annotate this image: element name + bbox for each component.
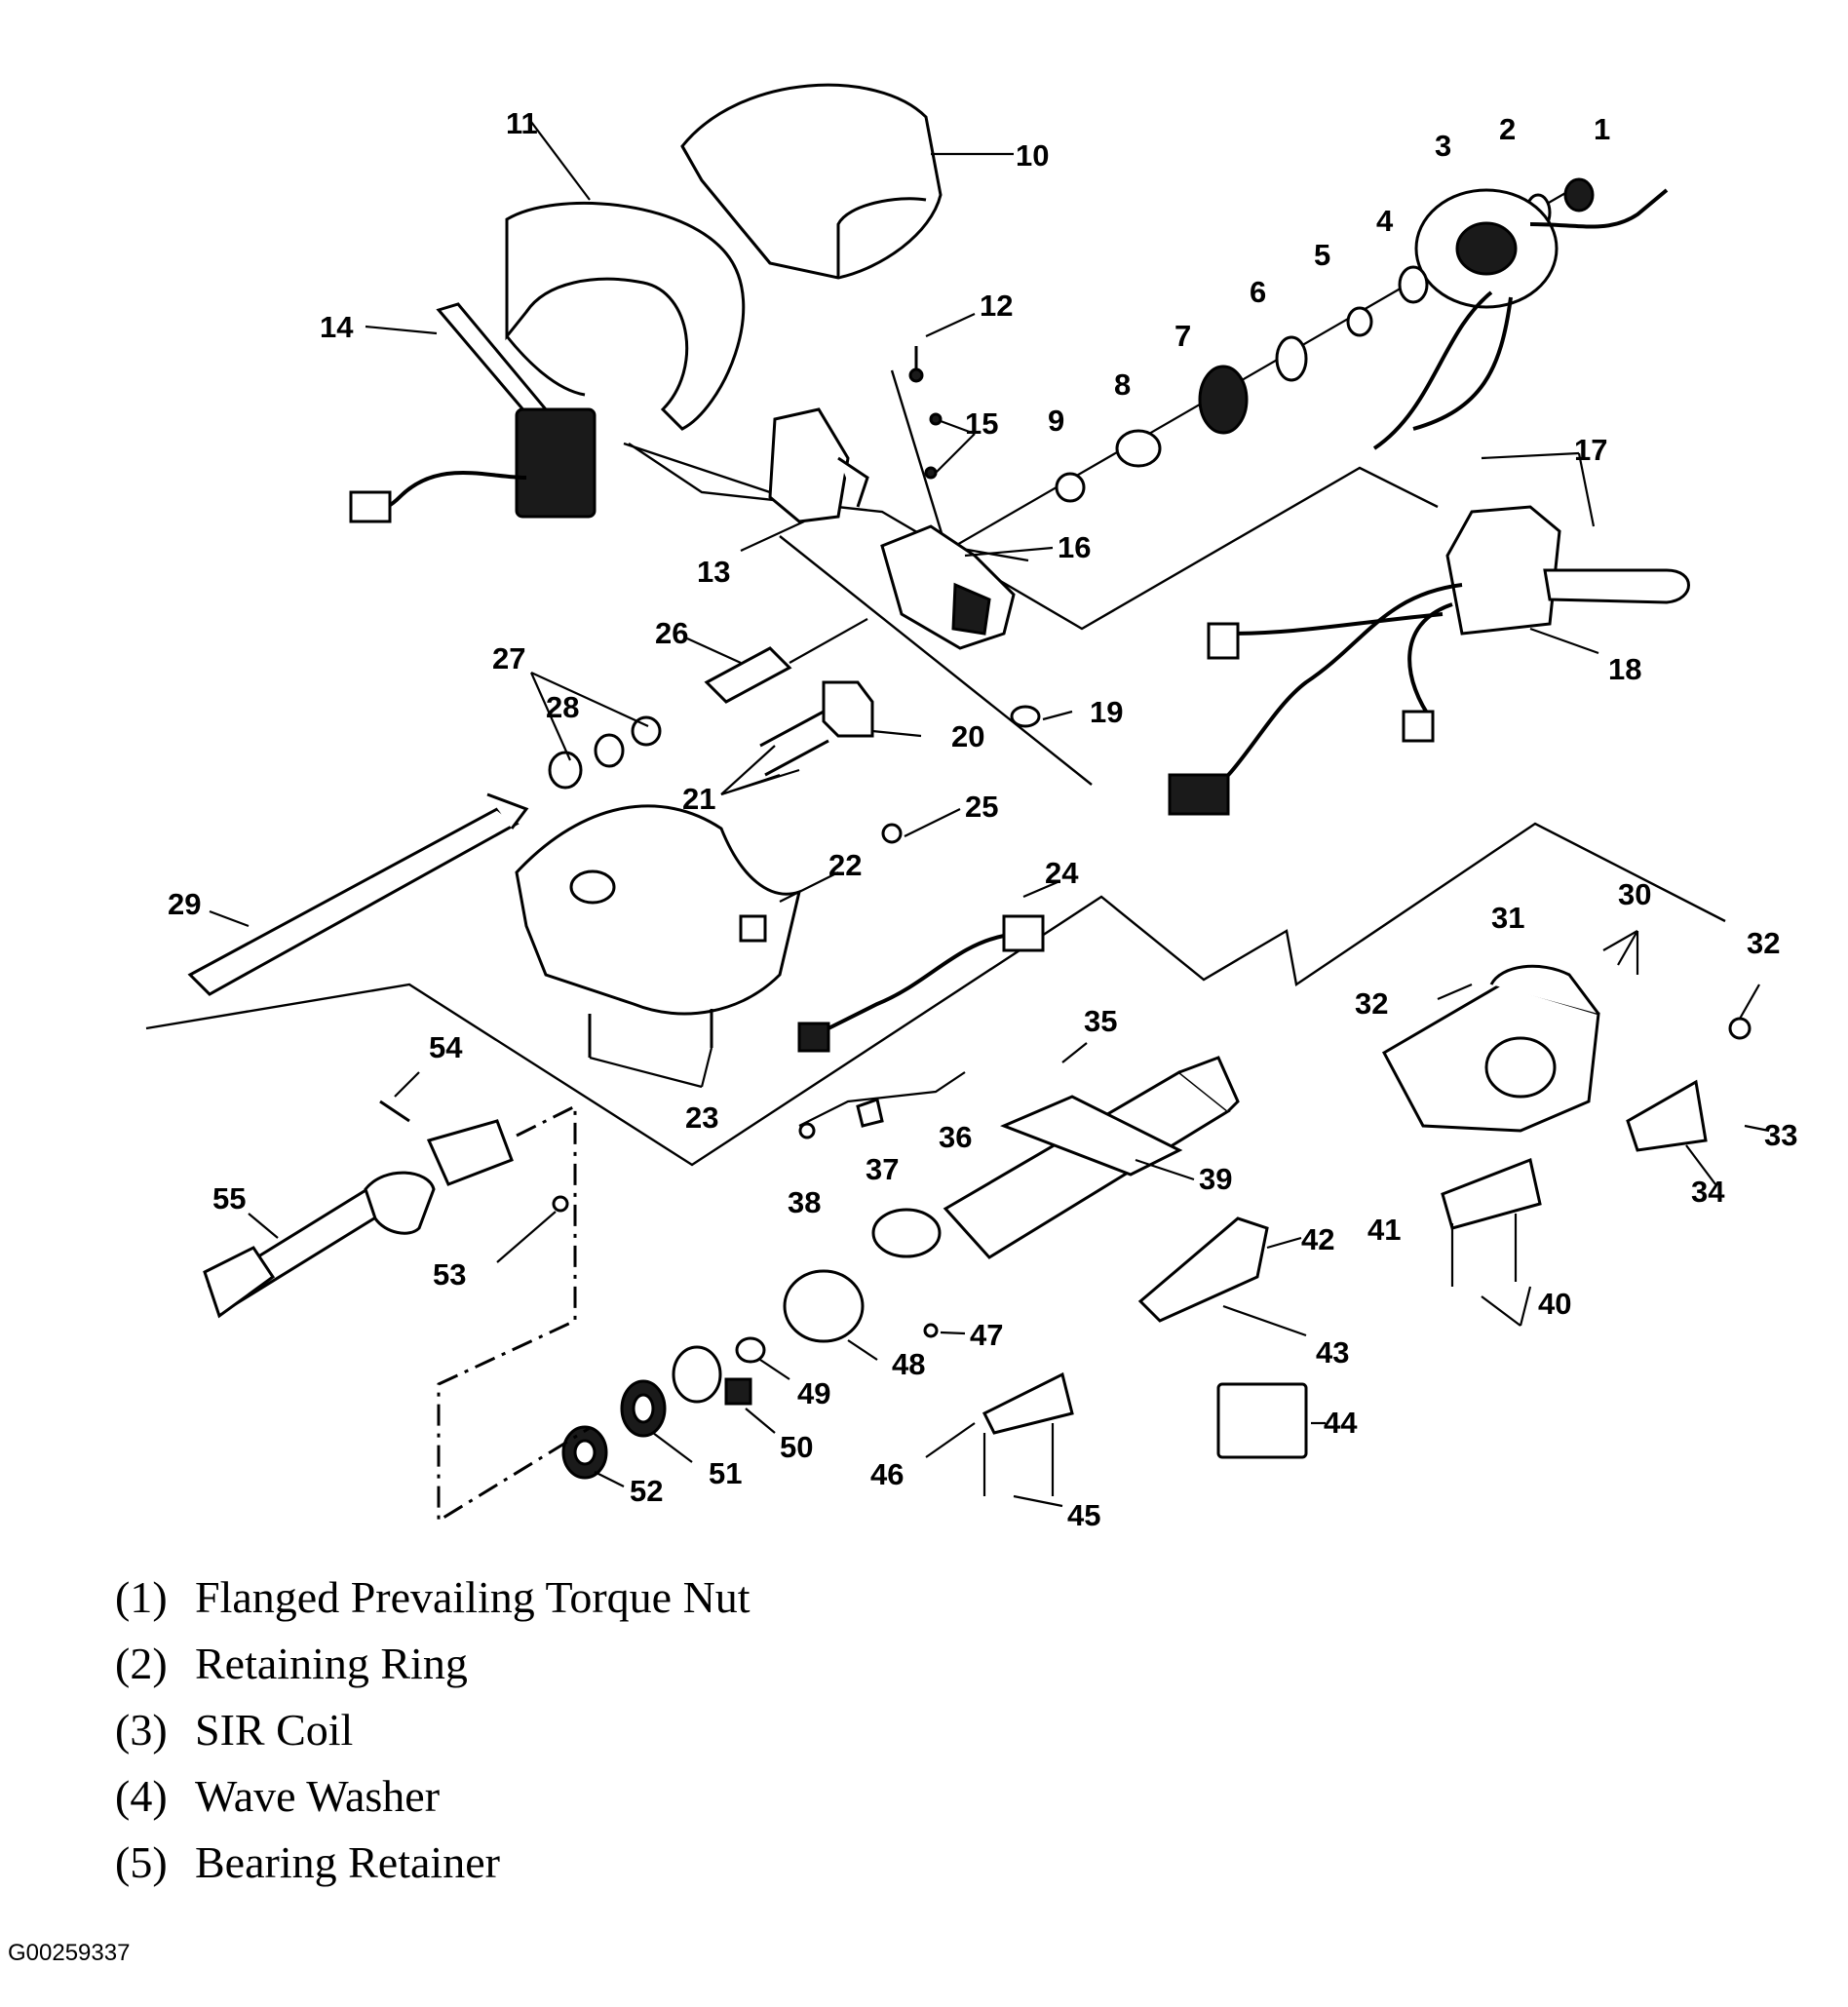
callout-3: 3 (1435, 129, 1451, 163)
part-15-screws (924, 412, 976, 480)
legend-number: (4) (115, 1771, 168, 1821)
callout-34: 34 (1691, 1175, 1725, 1209)
callout-16: 16 (1058, 530, 1091, 564)
legend-number: (3) (115, 1705, 168, 1755)
legend-number: (5) (115, 1837, 168, 1887)
callout-7: 7 (1174, 319, 1191, 353)
callout-49: 49 (797, 1376, 830, 1410)
legend-number: (1) (115, 1572, 168, 1622)
callout-28: 28 (546, 690, 579, 724)
legend-label: Flanged Prevailing Torque Nut (195, 1572, 751, 1622)
legend-label: SIR Coil (195, 1705, 354, 1755)
part-19-clip (1010, 705, 1073, 728)
callout-22: 22 (828, 848, 862, 882)
part-39-column-jacket (798, 1042, 1240, 1259)
callout-50: 50 (780, 1430, 813, 1464)
part-24-harness (797, 880, 1059, 1053)
callout-26: 26 (655, 616, 688, 650)
callout-38: 38 (788, 1185, 821, 1219)
callout-12: 12 (980, 289, 1013, 323)
callout-29: 29 (168, 887, 201, 921)
callout-32a: 32 (1355, 986, 1388, 1021)
part-12-screw (908, 313, 976, 383)
callout-46: 46 (870, 1457, 904, 1491)
legend-item: (1) Flanged Prevailing Torque Nut (115, 1564, 751, 1631)
part-10-upper-shroud (680, 83, 1014, 280)
callout-14: 14 (320, 310, 354, 344)
callout-30: 30 (1618, 877, 1651, 911)
callout-21: 21 (682, 782, 715, 816)
callout-53: 53 (433, 1257, 466, 1292)
callout-31: 31 (1491, 901, 1524, 935)
callout-41: 41 (1367, 1213, 1401, 1247)
parts-legend: (1) Flanged Prevailing Torque Nut (2) Reta… (115, 1564, 751, 1896)
callout-55: 55 (212, 1181, 246, 1216)
callout-43: 43 (1316, 1335, 1349, 1370)
callout-36: 36 (939, 1120, 972, 1154)
callout-11: 11 (506, 106, 538, 140)
legend-item: (4) Wave Washer (115, 1763, 751, 1830)
callout-47: 47 (970, 1318, 1003, 1352)
part-13-bracket (740, 407, 869, 552)
callout-44: 44 (1324, 1406, 1358, 1440)
part-22-lower-shroud (515, 804, 839, 1089)
part-55-intermediate-shaft (203, 1071, 569, 1319)
callout-15: 15 (965, 406, 998, 441)
callout-19: 19 (1090, 695, 1123, 729)
callout-numbers: 1 2 3 4 5 6 7 8 9 10 11 12 13 14 15 16 1… (168, 106, 1797, 1532)
callout-51: 51 (709, 1456, 742, 1490)
part-18-switch-assembly (1168, 451, 1690, 816)
callout-8: 8 (1114, 367, 1131, 402)
callout-24: 24 (1045, 856, 1079, 890)
legend-item: (5) Bearing Retainer (115, 1830, 751, 1896)
callout-42: 42 (1301, 1222, 1334, 1256)
callout-6: 6 (1250, 275, 1266, 309)
parts-40-to-46-brackets (925, 1157, 1542, 1508)
legend-item: (2) Retaining Ring (115, 1631, 751, 1697)
callout-52: 52 (630, 1474, 663, 1508)
callout-32b: 32 (1747, 926, 1780, 960)
callout-45: 45 (1067, 1498, 1100, 1532)
callout-18: 18 (1608, 652, 1641, 686)
parts-1-to-9 (1055, 177, 1669, 503)
part-11-trim-ring (505, 121, 746, 431)
legend-label: Bearing Retainer (195, 1837, 500, 1887)
part-14-multifunction-lever (349, 302, 597, 523)
figure-code: G00259337 (8, 1940, 131, 1966)
callout-23: 23 (685, 1100, 718, 1135)
part-16-lock-housing (880, 524, 1054, 650)
legend-label: Wave Washer (195, 1771, 441, 1821)
parts-26-27-28 (529, 618, 868, 790)
legend-item: (3) SIR Coil (115, 1697, 751, 1763)
callout-1: 1 (1594, 112, 1610, 146)
part-20-switch-bracket (720, 680, 961, 844)
callout-9: 9 (1048, 404, 1064, 438)
callout-5: 5 (1314, 238, 1330, 272)
callout-27: 27 (492, 641, 525, 675)
callout-20: 20 (951, 719, 984, 753)
callout-4: 4 (1376, 204, 1394, 238)
callout-48: 48 (892, 1347, 925, 1381)
part-31-column-support (1381, 930, 1770, 1185)
legend-label: Retaining Ring (195, 1639, 468, 1688)
callout-33: 33 (1764, 1118, 1797, 1152)
callout-25: 25 (965, 790, 998, 824)
part-29-steering-shaft (187, 792, 529, 996)
callout-37: 37 (866, 1152, 899, 1186)
callout-35: 35 (1084, 1004, 1117, 1038)
callout-40: 40 (1538, 1287, 1571, 1321)
callout-10: 10 (1016, 138, 1049, 173)
callout-39: 39 (1199, 1162, 1232, 1196)
callout-2: 2 (1499, 112, 1516, 146)
parts-47-to-52 (561, 1269, 966, 1487)
callout-13: 13 (697, 555, 730, 589)
dash-dot-link-lines (437, 1103, 591, 1524)
callout-54: 54 (429, 1030, 463, 1064)
legend-number: (2) (115, 1639, 168, 1688)
callout-17: 17 (1574, 433, 1607, 467)
